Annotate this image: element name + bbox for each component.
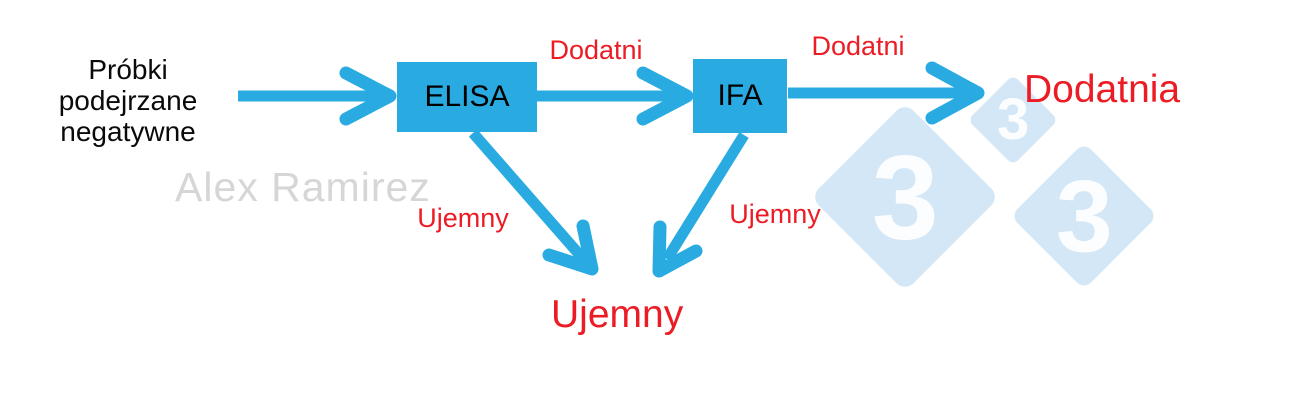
node-elisa: ELISA	[397, 62, 537, 132]
edge-label-ifa-negative: Ujemny	[729, 199, 821, 229]
edge-label-elisa-negative: Ujemny	[417, 203, 509, 233]
node-ifa-label: IFA	[717, 79, 763, 112]
node-elisa-label: ELISA	[424, 80, 510, 113]
arrow-ifa-to-negative	[652, 132, 749, 278]
outcome-negative: Ujemny	[551, 293, 684, 336]
arrow-ifa-to-positive	[788, 61, 985, 125]
source-samples-label: Próbki podejrzane negatywne	[58, 54, 198, 147]
arrow-elisa-to-negative	[468, 129, 599, 276]
node-ifa: IFA	[693, 59, 787, 133]
outcome-positive: Dodatnia	[1024, 68, 1181, 111]
arrow-elisa-to-ifa	[537, 66, 694, 126]
edge-label-ifa-positive: Dodatni	[811, 31, 905, 61]
edge-label-elisa-positive: Dodatni	[549, 35, 643, 65]
watermark-author: Alex Ramirez	[175, 164, 431, 210]
arrow-source-to-elisa	[238, 66, 397, 126]
